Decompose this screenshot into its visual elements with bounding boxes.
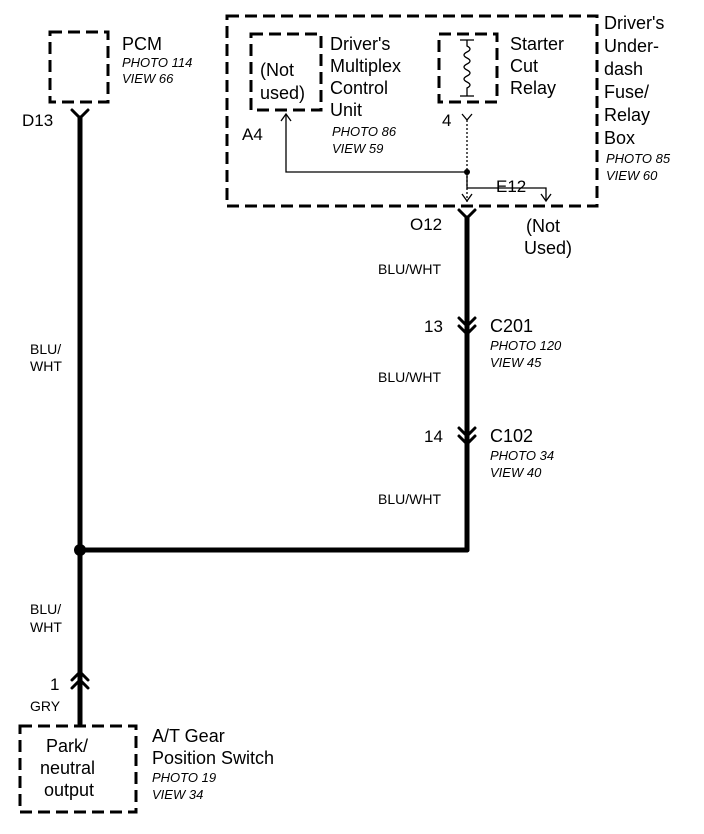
mcu-title-1: Driver's (330, 34, 390, 54)
relay-pin-label: 4 (442, 111, 451, 130)
fuse-box-photo-ref: PHOTO 85 (606, 151, 671, 166)
relay-title-3: Relay (510, 78, 556, 98)
o12-inner-arrow (461, 193, 473, 203)
switch-title-1: A/T Gear (152, 726, 225, 746)
c102-pin-label: 14 (424, 427, 443, 446)
switch-wire-color: GRY (30, 698, 61, 714)
connector-c102: 14 C102 PHOTO 34 VIEW 40 (424, 426, 554, 480)
e12-not-used-2: Used) (524, 238, 572, 258)
fuse-box-view-ref: VIEW 60 (606, 168, 658, 183)
switch-title-2: Position Switch (152, 748, 274, 768)
fuse-box-title-5: Relay (604, 105, 650, 125)
mcu-pin-label: A4 (242, 125, 263, 144)
fuse-box-title-4: Fuse/ (604, 82, 649, 102)
e12-terminal (540, 193, 552, 203)
relay-pin-terminal (461, 113, 473, 122)
mcu-inner-box (249, 32, 323, 112)
c201-name: C201 (490, 316, 533, 336)
switch-photo-ref: PHOTO 19 (152, 770, 216, 785)
fuse-box-title-1: Driver's (604, 13, 664, 33)
fuse-box-outline (225, 14, 599, 208)
mcu-branch-wire (285, 114, 467, 173)
switch-connector-icon (70, 669, 90, 690)
mcu-photo-ref: PHOTO 86 (332, 124, 397, 139)
relay-title-2: Cut (510, 56, 538, 76)
e12-pin-label: E12 (496, 177, 526, 196)
o12-pin-label: O12 (410, 215, 442, 234)
mcu-inner-text-1: (Not (260, 60, 294, 80)
mcu-title-3: Control (330, 78, 388, 98)
mcu-title-2: Multiplex (330, 56, 401, 76)
c201-photo-ref: PHOTO 120 (490, 338, 562, 353)
pcm-pin-label: D13 (22, 111, 53, 130)
c102-name: C102 (490, 426, 533, 446)
pcm-name: PCM (122, 34, 162, 54)
switch-view-ref: VIEW 34 (152, 787, 203, 802)
switch-inner-text-3: output (44, 780, 94, 800)
fuse-box-title-2: Under- (604, 36, 659, 56)
c102-view-ref: VIEW 40 (490, 465, 542, 480)
relay-coil-icon (463, 40, 471, 96)
pcm-wire-color-2: WHT (30, 358, 62, 374)
mcu-title-4: Unit (330, 100, 362, 120)
pcm-photo-ref: PHOTO 114 (122, 55, 192, 70)
bottom-wire-color-1: BLU/ (30, 601, 61, 617)
c201-pin-label: 13 (424, 317, 443, 336)
pcm-box (48, 30, 110, 104)
gear-position-switch: Park/ neutral output A/T Gear Position S… (18, 724, 274, 814)
c201-connector-icon (457, 316, 477, 337)
switch-inner-text-1: Park/ (46, 736, 88, 756)
c102-photo-ref: PHOTO 34 (490, 448, 554, 463)
seg2-wire-color: BLU/WHT (378, 369, 441, 385)
fuse-relay-box: Driver's Under- dash Fuse/ Relay Box PHO… (225, 13, 671, 258)
relay-title-1: Starter (510, 34, 564, 54)
fuse-box-title-6: Box (604, 128, 635, 148)
e12-branch-wire (466, 172, 547, 200)
fuse-box-title-3: dash (604, 59, 643, 79)
e12-not-used-1: (Not (526, 216, 560, 236)
bottom-wire-color-2: WHT (30, 619, 62, 635)
mcu-inner-text-2: used) (260, 83, 305, 103)
relay-box (437, 32, 499, 104)
c102-connector-icon (457, 426, 477, 447)
pcm-wire-color-1: BLU/ (30, 341, 61, 357)
pcm-view-ref: VIEW 66 (122, 71, 174, 86)
connector-c201: 13 C201 PHOTO 120 VIEW 45 (424, 316, 562, 370)
switch-pin-label: 1 (50, 675, 59, 694)
switch-inner-text-2: neutral (40, 758, 95, 778)
seg1-wire-color: BLU/WHT (378, 261, 441, 277)
switch-box (18, 724, 138, 814)
c201-view-ref: VIEW 45 (490, 355, 542, 370)
mcu-view-ref: VIEW 59 (332, 141, 383, 156)
seg3-wire-color: BLU/WHT (378, 491, 441, 507)
pcm-component: PCM PHOTO 114 VIEW 66 D13 (22, 30, 192, 130)
